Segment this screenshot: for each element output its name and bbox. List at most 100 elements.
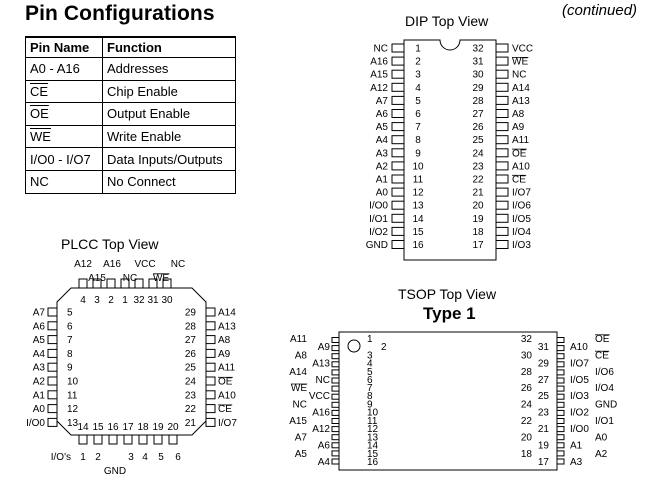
dip-pin-label: I/O2 bbox=[369, 227, 388, 238]
tsop-pin1-marker bbox=[347, 339, 361, 353]
tsop-pin-label: I/O2 bbox=[570, 408, 589, 419]
tsop-pin-number: 24 bbox=[521, 400, 533, 411]
dip-pin-label: I/O7 bbox=[512, 188, 531, 199]
plcc-pin-number: 17 bbox=[122, 422, 134, 433]
dip-pin-label: A9 bbox=[512, 122, 525, 133]
plcc-pin-number: 12 bbox=[67, 404, 79, 415]
dip-pin-label: A12 bbox=[370, 83, 388, 94]
dip-pin-label: A3 bbox=[376, 148, 389, 159]
tsop-pin-label: A8 bbox=[295, 350, 308, 361]
plcc-pin-number: 24 bbox=[185, 377, 197, 388]
tsop-pin-number: 29 bbox=[538, 358, 550, 369]
dip-pin-label: NC bbox=[374, 44, 388, 55]
plcc-pin-label: CE bbox=[218, 404, 232, 415]
dip-pin bbox=[495, 148, 509, 158]
dip-pin bbox=[391, 135, 405, 145]
plcc-pin-label: A7 bbox=[33, 308, 46, 319]
tsop-pin-label: A12 bbox=[312, 424, 330, 435]
tsop-pin-number: 15 bbox=[367, 449, 379, 460]
tsop-pin-label: A3 bbox=[570, 457, 583, 468]
plcc-pin bbox=[47, 390, 58, 400]
dip-pin bbox=[391, 43, 405, 53]
plcc-pin bbox=[93, 434, 103, 445]
tsop-pin-number: 18 bbox=[521, 449, 533, 460]
tsop-pin-label: A9 bbox=[318, 342, 331, 353]
tsop-pin-label: A6 bbox=[318, 440, 331, 451]
plcc-pin bbox=[205, 348, 216, 358]
plcc-pin bbox=[123, 434, 133, 445]
dip-pin bbox=[495, 200, 509, 210]
tsop-pin bbox=[556, 337, 565, 343]
tsop-pin-number: 28 bbox=[521, 367, 533, 378]
plcc-io-number: 4 bbox=[142, 452, 148, 463]
dip-pin bbox=[495, 109, 509, 118]
tsop-pin bbox=[556, 401, 565, 408]
tsop-pin-label: NC bbox=[316, 375, 330, 386]
tsop-pin-number: 27 bbox=[538, 375, 550, 386]
plcc-pin-number: 30 bbox=[161, 295, 173, 306]
dip-pin-number: 22 bbox=[472, 175, 484, 186]
plcc-pin-number: 25 bbox=[185, 363, 197, 374]
plcc-pin-number: 14 bbox=[77, 422, 89, 433]
tsop-pin-number: 2 bbox=[381, 342, 387, 353]
tsop-pin-number: 21 bbox=[538, 424, 550, 435]
tsop-pin bbox=[331, 345, 340, 352]
plcc-pin-number: 1 bbox=[122, 295, 128, 306]
tsop-pin-number: 13 bbox=[367, 432, 379, 443]
dip-pin-number: 19 bbox=[472, 214, 484, 225]
plcc-pin bbox=[47, 404, 58, 414]
dip-pin bbox=[495, 161, 509, 171]
dip-pin-number: 32 bbox=[472, 44, 484, 55]
tsop-pin-label: A4 bbox=[318, 457, 331, 468]
plcc-pin bbox=[106, 278, 116, 289]
tsop-pin-number: 10 bbox=[367, 408, 379, 419]
dip-pin-number: 11 bbox=[413, 175, 424, 186]
dip-pin-label: I/O5 bbox=[512, 214, 531, 225]
plcc-io-number: 2 bbox=[95, 452, 101, 463]
dip-pin-label: A0 bbox=[376, 188, 389, 199]
plcc-pin-label: A14 bbox=[218, 308, 236, 319]
plcc-pin-number: 19 bbox=[152, 422, 164, 433]
plcc-pin bbox=[47, 417, 58, 427]
dip-pin bbox=[391, 213, 405, 223]
dip-pin bbox=[495, 174, 509, 184]
plcc-pin-number: 3 bbox=[94, 295, 100, 306]
tsop-pin-label: OE bbox=[595, 334, 610, 345]
dip-pin-number: 15 bbox=[412, 227, 424, 238]
dip-pin-label: A14 bbox=[512, 83, 530, 94]
dip-pin bbox=[391, 122, 405, 132]
plcc-pin-number: 2 bbox=[108, 295, 114, 306]
tsop-pin-label: A7 bbox=[295, 432, 308, 443]
dip-pin-label: A15 bbox=[370, 70, 388, 81]
tsop-pin-number: 12 bbox=[367, 424, 379, 435]
plcc-io-number: 6 bbox=[175, 452, 181, 463]
tsop-pin-number: 9 bbox=[367, 400, 373, 411]
plcc-pin-number: 32 bbox=[133, 295, 145, 306]
pin-function-cell: Output Enable bbox=[102, 102, 236, 126]
dip-pin-number: 3 bbox=[415, 70, 421, 81]
plcc-pin-label: A8 bbox=[218, 335, 231, 346]
tsop-pin bbox=[331, 401, 340, 408]
tsop-pin bbox=[556, 353, 565, 360]
page-title: Pin Configurations bbox=[25, 2, 215, 25]
dip-pin bbox=[391, 56, 405, 66]
dip-pin-label: I/O1 bbox=[369, 214, 388, 225]
plcc-pin-label: NC bbox=[123, 273, 137, 284]
plcc-pin-number: 6 bbox=[67, 321, 73, 332]
dip-pin bbox=[391, 200, 405, 210]
plcc-io-label: I/O's bbox=[51, 452, 71, 463]
plcc-pin-label: A1 bbox=[33, 390, 46, 401]
dip-pin-number: 5 bbox=[415, 96, 421, 107]
plcc-pin-label: A10 bbox=[218, 390, 236, 401]
dip-pin-number: 1 bbox=[415, 44, 421, 55]
dip-pin-label: GND bbox=[366, 240, 388, 251]
plcc-pin bbox=[162, 278, 172, 289]
plcc-pin-label: A13 bbox=[218, 321, 236, 332]
plcc-pin bbox=[47, 321, 58, 331]
dip-pin-label: VCC bbox=[512, 44, 533, 55]
tsop-pin bbox=[331, 369, 340, 376]
tsop-pin-number: 16 bbox=[367, 457, 379, 468]
dip-pin bbox=[391, 148, 405, 158]
continued-note: (continued) bbox=[562, 2, 638, 19]
